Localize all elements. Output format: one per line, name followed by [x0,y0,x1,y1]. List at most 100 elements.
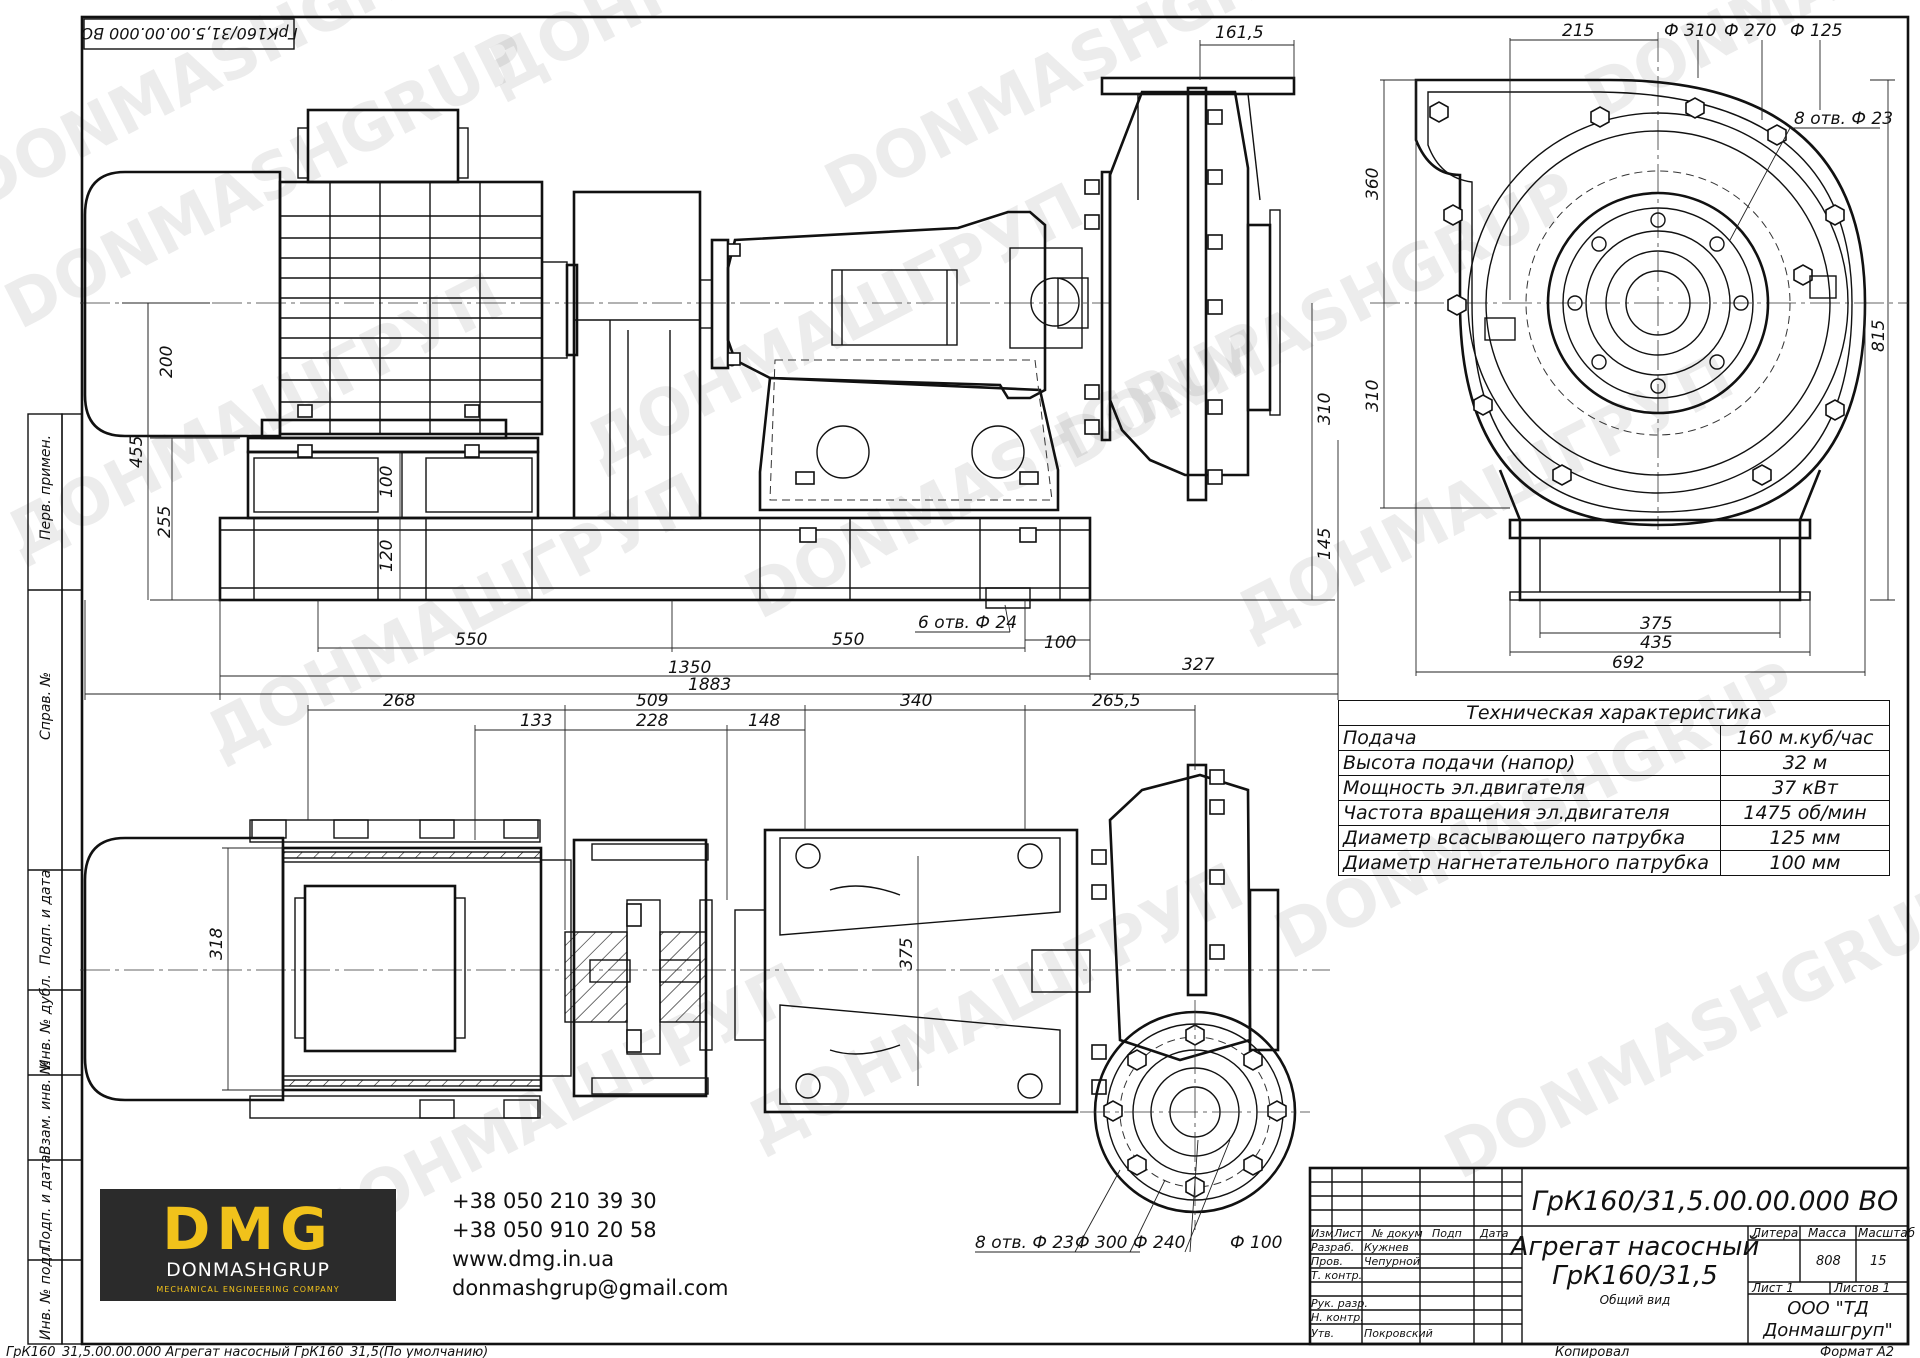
dim-label: 310 [1315,393,1335,425]
title-block: Изм Лист № докум Подп Дата Разраб. Кужне… [1308,1166,1916,1346]
side-label: Подп. и дата [38,1155,54,1250]
dim-label: 310 [1363,380,1383,412]
dim-label: 815 [1869,320,1889,352]
dim-label: 255 [155,506,175,538]
dim-label: 1883 [688,675,731,695]
spec-param: Подача [1338,725,1721,751]
casing-bolts [1084,109,1223,485]
spec-param: Высота подачи (напор) [1338,750,1721,776]
dim-label: 550 [832,630,864,650]
pedestal-hole [816,425,870,479]
table-row: Диаметр нагнетательного патрубка 100 мм [1338,850,1890,876]
email-link[interactable]: donmashgrup@gmail.com [452,1276,729,1300]
casing-cover [1186,86,1208,502]
dim-label: 375 [897,938,917,970]
tb-sheets: Листов 1 [1833,1281,1890,1295]
dim-label: 8 отв. Ф 23 [1794,109,1893,129]
watermark: ДОНМАШГРУП [1224,340,1746,655]
dim-label: 133 [520,711,552,731]
spec-value: 1475 об/мин [1720,800,1890,826]
drawing-frame: ГрК160/31,5.00.00.000 ВО Перв. примен. С… [6,15,1910,1358]
suction-flange-ring [1546,191,1770,415]
motor-fins [280,182,542,434]
plan-pedestal [763,828,1079,1114]
coupling-half-hatched [564,931,628,1023]
pedestal-hole [971,425,1025,479]
spec-param: Мощность эл.двигателя [1338,775,1721,801]
tb-sheet: Лист 1 [1751,1281,1794,1295]
side-label: Инв. № дубл. [38,974,54,1070]
tb-name-line1: Агрегат насосный [1509,1232,1760,1262]
flange-bolt-holes [1567,212,1749,394]
plan-casing-cover [1186,763,1208,997]
dim-label: 550 [455,630,487,650]
company-logo: DMG DONMASHGRUP MECHANICAL ENGINEERING C… [100,1189,396,1301]
dim-label: 161,5 [1215,23,1264,43]
dim-label: 148 [748,711,781,731]
tb-name: Покровский [1364,1327,1433,1340]
front-base [1508,518,1812,540]
tb-col: № докум [1371,1227,1423,1240]
footer-format: Формат А2 [1820,1345,1894,1358]
tb-row: Утв. [1311,1327,1334,1340]
watermark: DONMASHGRUP [1434,867,1920,1194]
tb-scale-label: Масштаб [1858,1226,1916,1240]
dim-label: 435 [1640,633,1672,653]
casing-nuts [1429,97,1845,486]
spec-value: 125 мм [1720,825,1890,851]
side-strip-inner [61,413,83,1345]
logo-tagline: MECHANICAL ENGINEERING COMPANY [156,1285,340,1294]
phone-number: +38 050 910 20 58 [452,1218,657,1242]
tb-col: Изм [1311,1227,1333,1240]
plan-motor-body [281,846,543,1092]
discharge-flange-bolts [1103,1024,1287,1198]
motor-end-cap [83,170,282,438]
tb-col: Дата [1479,1227,1509,1240]
logo-name: DONMASHGRUP [166,1259,330,1281]
website-link[interactable]: www.dmg.in.ua [452,1247,615,1271]
dim-label: 6 отв. Ф 24 [918,613,1017,633]
tb-view-type: Общий вид [1600,1293,1671,1307]
plan-terminal-box [303,884,457,1053]
dim-label: 692 [1612,653,1644,673]
dim-label: 120 [377,540,397,572]
dim-label: 215 [1562,21,1594,41]
spec-param: Диаметр нагнетательного патрубка [1338,850,1721,876]
dim-label: 1350 [668,658,711,678]
tb-mass-label: Масса [1808,1226,1846,1240]
casing-back-plate [1100,170,1112,442]
tb-name: Кужнев [1364,1241,1409,1254]
dim-label: 268 [383,691,416,711]
dim-label: 228 [636,711,669,731]
spec-title-row: Техническая характеристика [1338,700,1890,726]
tb-lit-label: Литера [1751,1226,1798,1240]
dim-label: 100 [377,466,397,498]
side-label: Инв. № подл. [38,1243,54,1340]
dim-label: Ф 125 [1790,21,1843,41]
tb-row: Т. контр. [1311,1269,1362,1282]
motor-base-plate [246,436,540,454]
side-label: Справ. № [38,672,54,740]
table-row: Подача 160 м.куб/час [1338,725,1890,751]
dim-label: 509 [636,691,668,711]
phone-number: +38 050 210 39 30 [452,1189,657,1213]
tb-scale-value: 15 [1870,1254,1887,1269]
tb-col: Лист [1333,1227,1362,1240]
tb-row: Разраб. [1311,1241,1354,1254]
tb-org-line1: ООО "ТД [1787,1298,1869,1319]
dim-label: Ф 240 [1133,1233,1186,1253]
spec-param: Частота вращения эл.двигателя [1338,800,1721,826]
side-label: Перв. примен. [38,435,54,540]
side-label: Взам. инв. № [38,1060,54,1155]
table-row: Частота вращения эл.двигателя 1475 об/ми… [1338,800,1890,826]
spec-title: Техническая характеристика [1338,700,1890,726]
tb-mass-value: 808 [1816,1254,1841,1269]
dim-label: Ф 300 [1075,1233,1128,1253]
spec-table: Техническая характеристика Подача 160 м.… [1338,700,1890,876]
seal-box [1009,247,1083,349]
table-row: Высота подачи (напор) 32 м [1338,750,1890,776]
spec-param: Диаметр всасывающего патрубка [1338,825,1721,851]
footer-filename: ГрК160_31,5.00.00.000 Агрегат насосный Г… [6,1345,488,1358]
tb-row: Рук. разр. [1311,1297,1368,1310]
